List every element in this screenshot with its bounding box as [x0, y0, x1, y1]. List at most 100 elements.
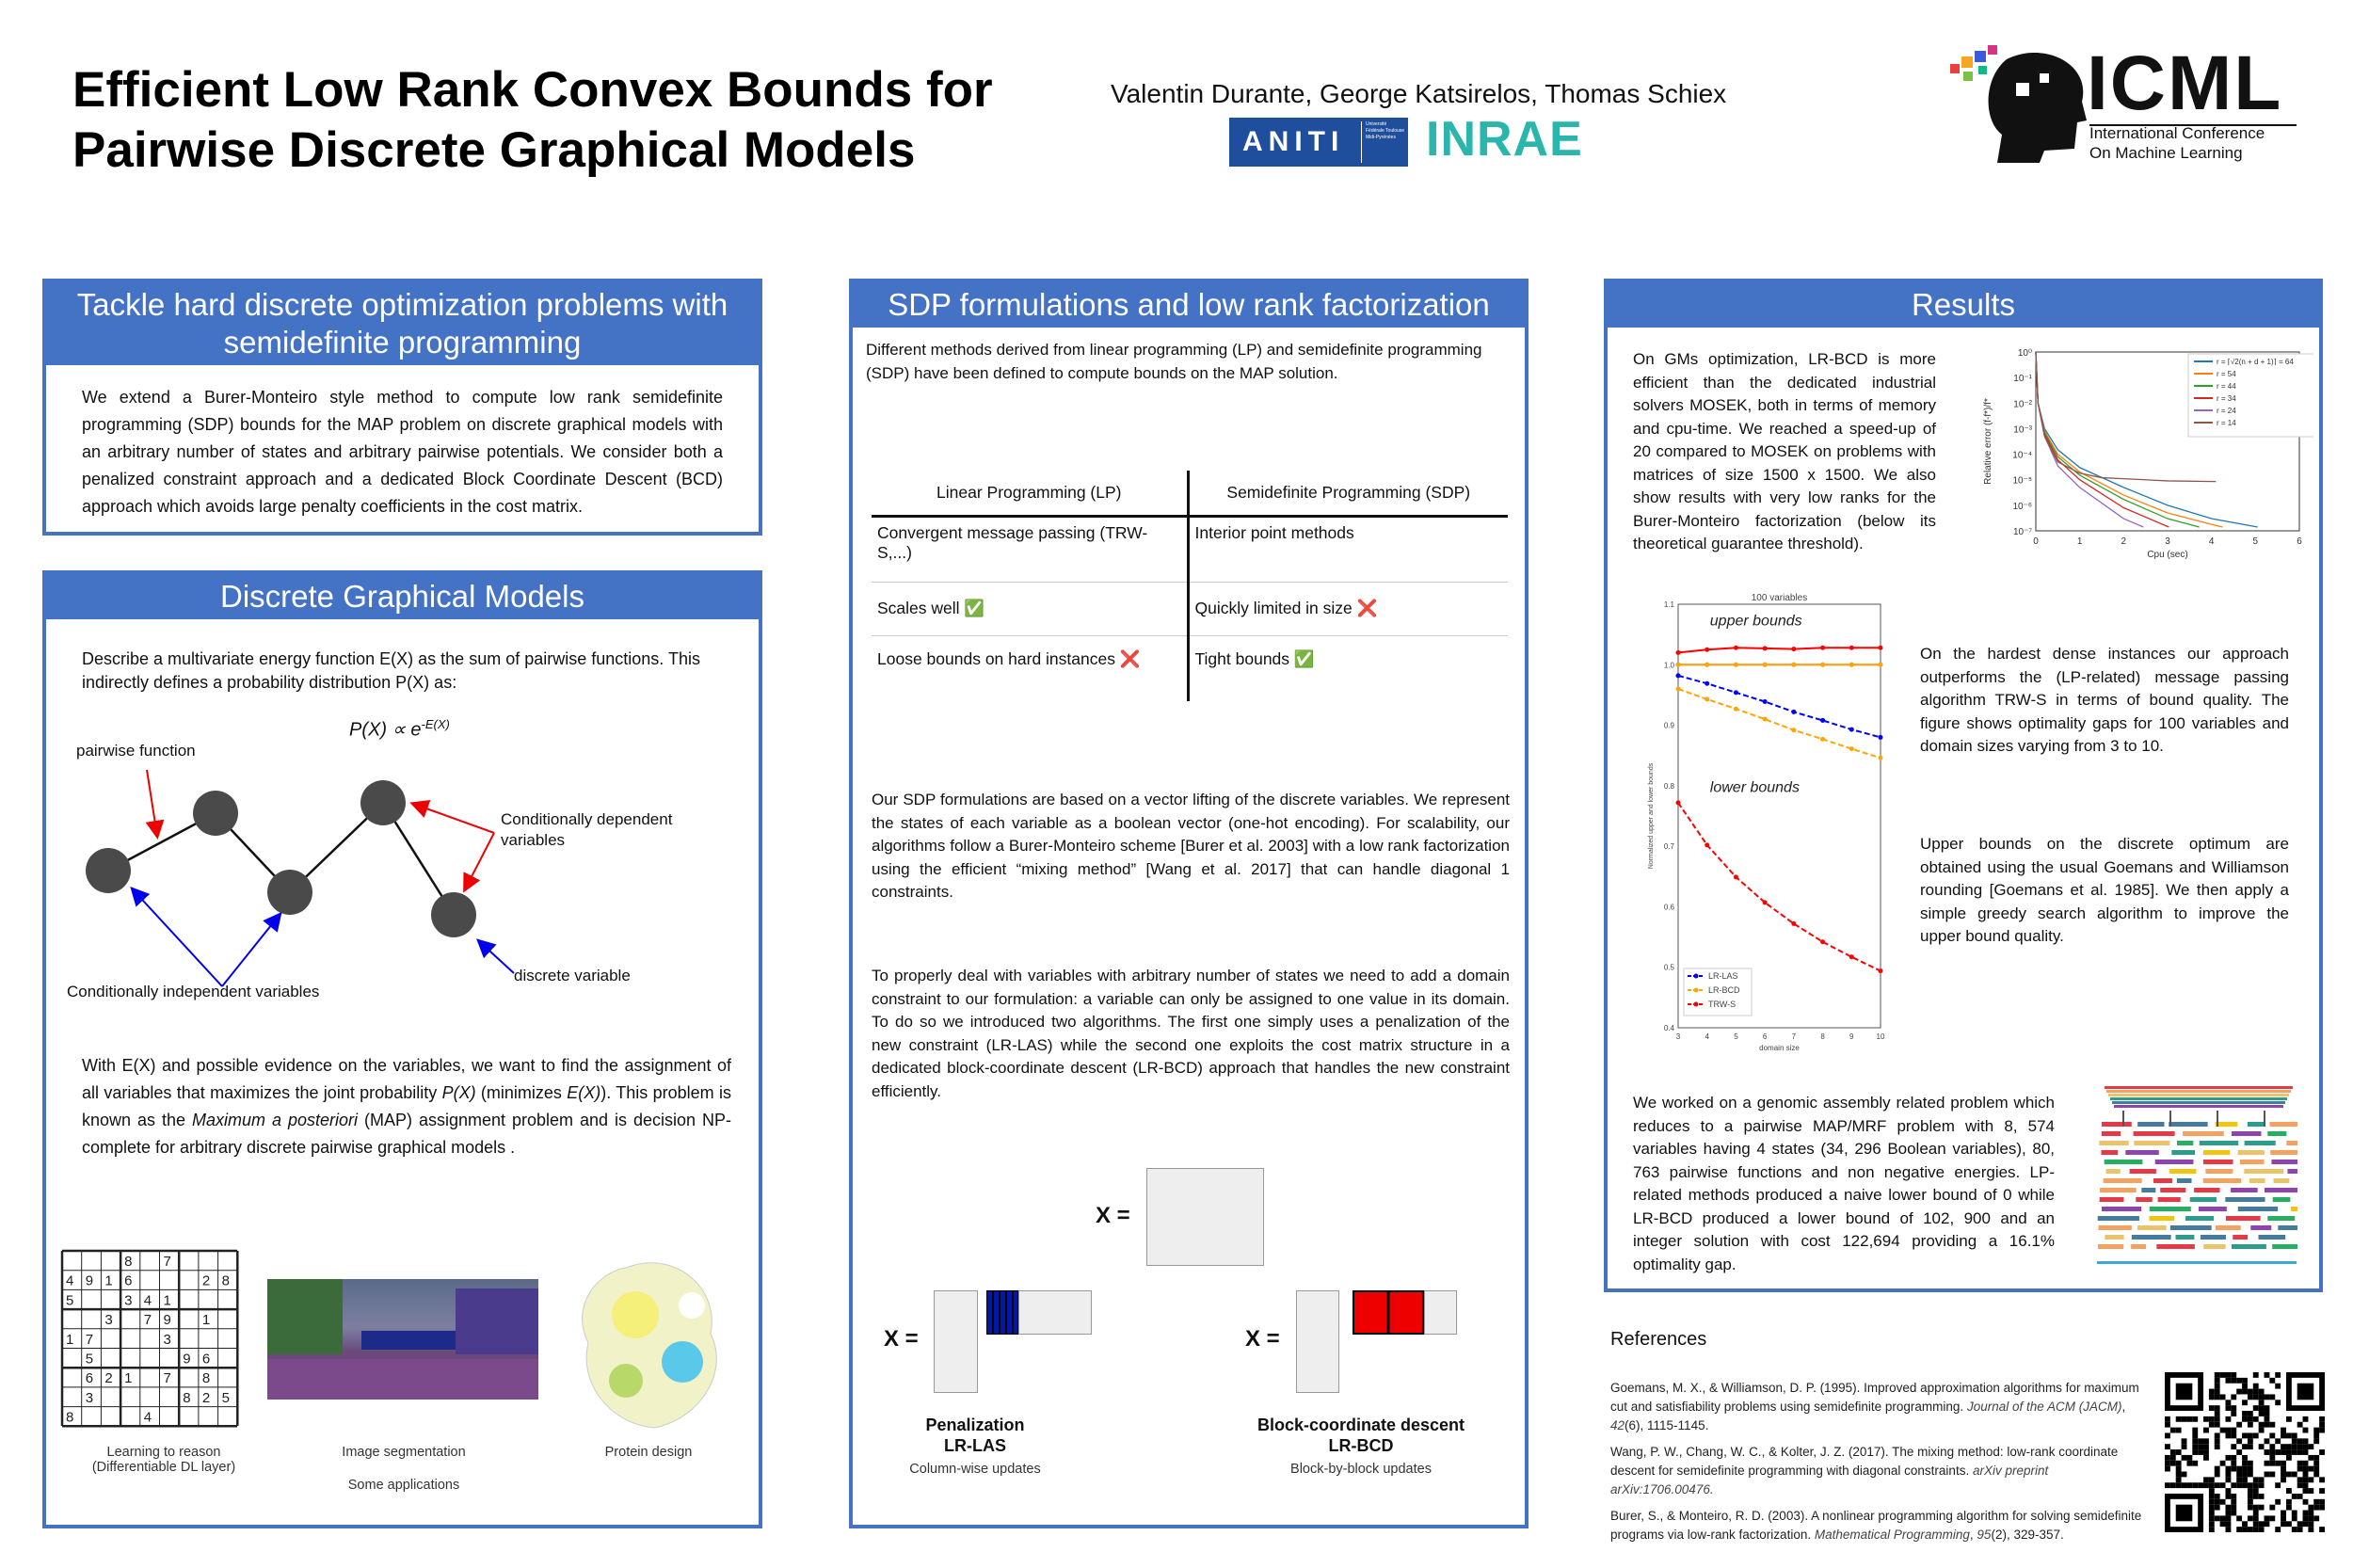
block-highlight — [1353, 1290, 1424, 1335]
qr-module — [2258, 1482, 2265, 1489]
qr-module — [2302, 1515, 2309, 1522]
qr-module — [2302, 1482, 2309, 1489]
qr-module — [2264, 1521, 2270, 1528]
genome-bar — [2137, 1122, 2165, 1127]
authors: Valentin Durante, George Katsirelos, Tho… — [1111, 79, 1727, 108]
genome-bar — [2244, 1169, 2284, 1174]
x-tick-label: 1 — [2077, 536, 2083, 547]
qr-module — [2281, 1477, 2286, 1483]
icml-logo-text: ICML — [2087, 40, 2283, 126]
qr-module — [2319, 1416, 2325, 1422]
genome-bar — [2129, 1169, 2156, 1174]
qr-module — [2231, 1405, 2237, 1412]
genome-bar — [2278, 1225, 2297, 1230]
qr-module — [2313, 1515, 2320, 1522]
qr-module — [2319, 1421, 2325, 1428]
formula-lhs: P(X) ∝ e — [349, 719, 422, 741]
qr-module — [2264, 1471, 2270, 1478]
caption-line: (Differentiable DL layer) — [91, 1460, 236, 1475]
qr-module — [2264, 1411, 2270, 1416]
data-point — [1820, 645, 1826, 650]
qr-module — [2219, 1498, 2226, 1505]
qr-module — [2302, 1510, 2309, 1516]
data-point — [1675, 649, 1681, 655]
qr-code[interactable] — [2165, 1372, 2325, 1532]
method-name: LR-LAS — [944, 1436, 1006, 1455]
qr-module — [2225, 1477, 2232, 1483]
sudoku-digit: 5 — [86, 1352, 93, 1368]
y-tick-label: 10⁻⁷ — [2013, 527, 2032, 537]
data-point — [1733, 662, 1738, 667]
qr-module — [2214, 1493, 2220, 1499]
qr-module — [2252, 1416, 2259, 1422]
qr-module — [2247, 1471, 2253, 1478]
genome-sequence — [2097, 1261, 2297, 1264]
y-tick-label: 10⁻² — [2013, 399, 2032, 409]
qr-finder — [2175, 1504, 2193, 1522]
qr-module — [2302, 1449, 2309, 1455]
ref-journal: arXiv preprint arXiv:1706.00476. — [1610, 1464, 2049, 1496]
results-text-3: Upper bounds on the discrete optimum are… — [1920, 835, 2289, 945]
label-conditionally-dependent: Conditionally dependent variables — [501, 810, 673, 849]
genome-bar — [2267, 1216, 2296, 1221]
data-point — [1762, 900, 1768, 905]
qr-module — [2258, 1521, 2265, 1528]
qr-module — [2203, 1449, 2209, 1455]
qr-module — [2242, 1471, 2248, 1478]
genome-bar — [2203, 1150, 2231, 1155]
sudoku-digit: 4 — [144, 1292, 152, 1308]
genome-bar — [2105, 1235, 2124, 1240]
qr-module — [2165, 1482, 2170, 1489]
table-row: Convergent message passing (TRW-S,...) I… — [872, 516, 1508, 582]
y-tick-label: 1.1 — [1664, 600, 1675, 609]
qr-module — [2297, 1465, 2303, 1472]
genome-bar — [2200, 1235, 2226, 1240]
method-name: LR-BCD — [1328, 1436, 1394, 1455]
genome-bar — [2103, 1178, 2142, 1183]
qr-module — [2297, 1460, 2303, 1466]
qr-module — [2214, 1383, 2220, 1389]
map-text-px: P(X) — [441, 1083, 476, 1102]
genome-bar — [2269, 1122, 2297, 1127]
qr-module — [2231, 1454, 2237, 1461]
ref-rest: (6), 1115-1145. — [1625, 1418, 1709, 1432]
x-tick-label: 5 — [1734, 1032, 1738, 1041]
x-axis-label: domain size — [1759, 1044, 1800, 1052]
factor-tall-right — [1296, 1290, 1339, 1393]
qr-module — [2247, 1498, 2253, 1505]
table-cell: Tight bounds ✅ — [1194, 648, 1315, 668]
qr-module — [2269, 1377, 2276, 1384]
genome-bar — [2171, 1150, 2196, 1155]
qr-module — [2175, 1449, 2182, 1455]
genome-bar — [2247, 1122, 2265, 1127]
qr-module — [2169, 1460, 2176, 1466]
qr-module — [2214, 1465, 2220, 1472]
sdp-para-1: Our SDP formulations are based on a vect… — [872, 791, 1510, 901]
qr-module — [2231, 1465, 2237, 1472]
panel-tackle: Tackle hard discrete optimization proble… — [42, 279, 762, 536]
genome-bar — [2244, 1141, 2276, 1145]
qr-module — [2208, 1482, 2215, 1489]
reference-item: Burer, S., & Monteiro, R. D. (2003). A n… — [1610, 1509, 2142, 1542]
qr-module — [2313, 1465, 2320, 1472]
qr-module — [2242, 1444, 2248, 1450]
genome-bar — [2153, 1178, 2173, 1183]
qr-module — [2219, 1521, 2226, 1528]
qr-module — [2208, 1515, 2215, 1522]
qr-module — [2219, 1427, 2226, 1433]
data-point — [1762, 646, 1768, 651]
legend-label: r = 54 — [2217, 370, 2236, 378]
qr-module — [2165, 1444, 2170, 1450]
qr-module — [2285, 1521, 2292, 1528]
qr-module — [2291, 1471, 2297, 1478]
results-text-4: We worked on a genomic assembly related … — [1633, 1094, 2055, 1273]
qr-module — [2247, 1465, 2253, 1472]
genome-bar — [2099, 1188, 2137, 1192]
qr-module — [2275, 1527, 2281, 1532]
label-discrete-variable: discrete variable — [514, 967, 631, 984]
qr-module — [2242, 1477, 2248, 1483]
dgm-intro: Describe a multivariate energy function … — [82, 649, 700, 692]
qr-module — [2264, 1449, 2270, 1455]
genome-bar — [2273, 1178, 2290, 1183]
qr-module — [2225, 1515, 2232, 1522]
